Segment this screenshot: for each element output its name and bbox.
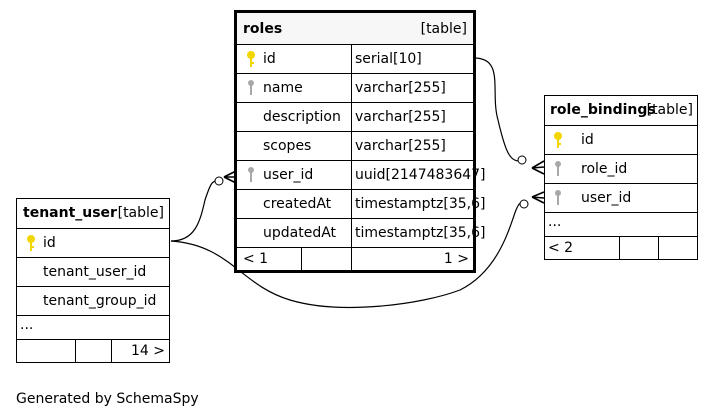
index-key-icon	[555, 161, 561, 176]
table-row: scopes varchar[255]	[237, 131, 473, 160]
link-optional-circle	[517, 155, 527, 165]
column-name: id	[263, 51, 276, 67]
link-tenant-user-id-to-role-bindings-user-id	[170, 202, 523, 309]
table-kind: [table]	[420, 21, 467, 37]
column-name: tenant_group_id	[43, 293, 157, 309]
table-footer: < 2	[545, 236, 697, 259]
table-footer: 14 >	[17, 339, 169, 362]
children-count[interactable]: 1 >	[443, 251, 469, 267]
table-row: id	[545, 125, 697, 154]
parents-count[interactable]: < 1	[243, 251, 269, 267]
primary-key-icon	[247, 51, 255, 67]
column-name: role_id	[581, 161, 628, 177]
table-row: user_id	[545, 183, 697, 212]
tenant-user-table: tenant_user [table] id tenant_user_id te…	[16, 198, 170, 363]
role-bindings-table-header: role_bindings [table]	[545, 96, 697, 125]
column-name: createdAt	[263, 196, 332, 212]
column-name: tenant_user_id	[43, 264, 147, 280]
index-key-icon	[248, 80, 254, 95]
table-row: tenant_user_id	[17, 257, 169, 286]
parents-count[interactable]: < 2	[548, 240, 574, 256]
table-row: role_id	[545, 154, 697, 183]
link-optional-circle	[214, 176, 224, 186]
table-row: description varchar[255]	[237, 102, 473, 131]
more-columns-row: ...	[17, 315, 169, 339]
column-type: uuid[2147483647]	[355, 167, 486, 183]
generated-by-note: Generated by SchemaSpy	[16, 391, 199, 407]
roles-table: roles [table] id serial[10] name varchar…	[234, 10, 486, 273]
link-optional-circle	[519, 199, 529, 209]
column-name: updatedAt	[263, 225, 337, 241]
link-roles-id-to-role-bindings-role-id	[473, 57, 524, 162]
roles-table-header: roles [table]	[237, 13, 473, 44]
more-columns-row: ...	[545, 212, 697, 236]
column-type: varchar[255]	[355, 138, 446, 154]
primary-key-icon	[27, 235, 35, 251]
primary-key-icon	[554, 132, 562, 148]
column-name: user_id	[263, 167, 314, 183]
table-row: user_id uuid[2147483647]	[237, 160, 486, 189]
column-type: timestamptz[35,6]	[355, 225, 486, 241]
table-row: name varchar[255]	[237, 73, 473, 102]
children-count[interactable]: 14 >	[131, 343, 165, 359]
table-row: id serial[10]	[237, 44, 473, 73]
table-kind: [table]	[117, 205, 164, 221]
column-name: id	[581, 132, 594, 148]
column-type: serial[10]	[355, 51, 422, 67]
more-columns-ellipsis[interactable]: ...	[548, 214, 562, 230]
link-crow-foot	[531, 160, 545, 175]
table-name: role_bindings	[550, 102, 656, 118]
link-tenant-user-id-to-roles-user-id	[170, 180, 219, 242]
table-row: tenant_group_id	[17, 286, 169, 315]
index-key-icon	[555, 190, 561, 205]
role-bindings-table: role_bindings [table] id role_id user_id…	[544, 95, 698, 260]
column-name: id	[43, 235, 56, 251]
column-name: user_id	[581, 190, 632, 206]
table-name: tenant_user	[23, 205, 117, 221]
more-columns-ellipsis[interactable]: ...	[20, 317, 34, 333]
link-crow-foot	[531, 191, 545, 204]
column-type: timestamptz[35,6]	[355, 196, 486, 212]
table-row: updatedAt timestamptz[35,6]	[237, 218, 485, 247]
column-name: name	[263, 80, 303, 96]
tenant-user-table-header: tenant_user [table]	[17, 199, 169, 228]
table-name: roles	[243, 21, 283, 37]
column-type: varchar[255]	[355, 80, 446, 96]
table-footer: < 1 1 >	[237, 247, 473, 270]
table-row: createdAt timestamptz[35,6]	[237, 189, 485, 218]
column-type: varchar[255]	[355, 109, 446, 125]
column-name: scopes	[263, 138, 312, 154]
table-row: id	[17, 228, 169, 257]
table-kind: [table]	[646, 102, 693, 118]
column-name: description	[263, 109, 341, 125]
index-key-icon	[248, 167, 254, 182]
